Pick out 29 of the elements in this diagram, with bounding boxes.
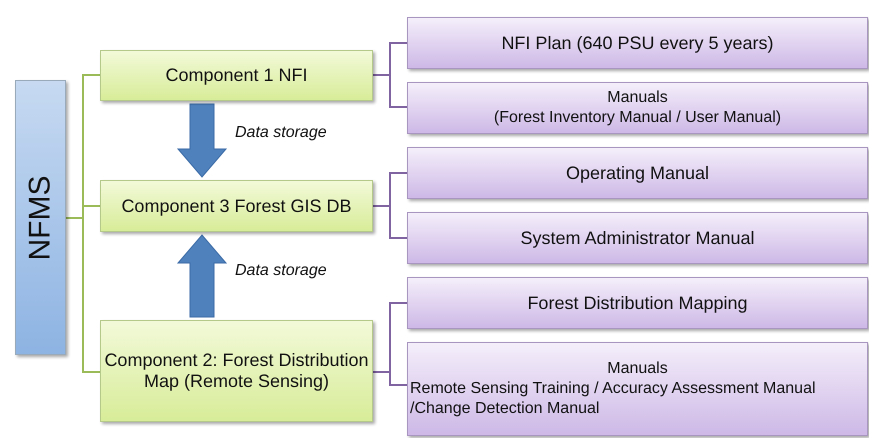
box-text: Component 3 Forest GIS DB bbox=[121, 196, 352, 216]
box-text: Operating Manual bbox=[566, 162, 710, 184]
box-text: (Forest Inventory Manual / User Manual) bbox=[494, 108, 782, 128]
block-arrow bbox=[176, 234, 228, 318]
component-box bbox=[100, 180, 373, 232]
output-box bbox=[407, 17, 868, 69]
connector-line bbox=[373, 74, 407, 108]
block-arrow bbox=[176, 104, 228, 178]
edge-label: Data storage bbox=[235, 124, 327, 142]
box-text: Remote Sensing Training / Accuracy Assessment Manual /Change Detection Manual bbox=[409, 379, 817, 419]
component-box bbox=[100, 320, 373, 422]
output-box bbox=[407, 147, 868, 199]
output-box bbox=[407, 82, 868, 134]
box-text: Component 1 NFI bbox=[165, 65, 308, 86]
component-box bbox=[100, 50, 373, 101]
output-box bbox=[407, 212, 868, 264]
box-heading: Manuals bbox=[607, 88, 668, 108]
box-text: NFI Plan (640 PSU every 5 years) bbox=[501, 32, 774, 54]
edge-label: Data storage bbox=[235, 262, 327, 280]
system-box bbox=[15, 80, 66, 355]
output-box bbox=[407, 277, 868, 329]
connector-line bbox=[373, 205, 407, 239]
box-text: Forest Distribution Mapping bbox=[527, 292, 748, 314]
box-text: Component 2: Forest Distribution Map (Remote Sensing) bbox=[103, 350, 370, 392]
box-heading: Manuals bbox=[607, 359, 668, 379]
box-text: System Administrator Manual bbox=[520, 228, 755, 248]
output-box bbox=[407, 342, 868, 436]
connector-line bbox=[373, 371, 407, 386]
system-label: NFMS bbox=[24, 175, 58, 260]
